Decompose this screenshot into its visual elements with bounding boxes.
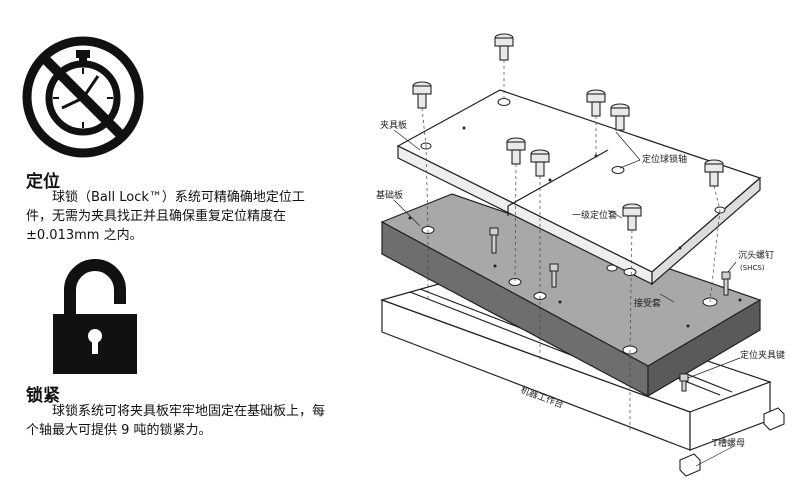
primary-bushing-label: 一级定位套 <box>572 209 617 221</box>
receiver-bushing-label: 接受套 <box>634 297 661 309</box>
shcs-label: (SHCS) <box>740 264 765 272</box>
socket-head-screws <box>489 227 731 392</box>
section-text-lock: 球锁系统可将夹具板牢牢地固定在基础板上，每个轴最大可提供 9 吨的锁紧力。 <box>26 404 326 438</box>
fixture-plate <box>396 89 762 286</box>
locating-key-label: 定位夹具键 <box>740 349 785 361</box>
locating-ball-shank-label: 定位球锁轴 <box>642 153 687 165</box>
base-plate-label: 基础板 <box>376 189 403 201</box>
socket-head-screw-label: 沉头螺钉 <box>738 250 774 261</box>
base-plate <box>380 193 762 398</box>
padlock-icon <box>53 259 137 374</box>
ball-lock-exploded-diagram: 机器工作台 <box>376 33 785 477</box>
section-text-locate: 球锁（Ball Lock™）系统可精确确地定位工件，无需为夹具找正并且确保重复定… <box>26 190 305 243</box>
ball-shank-6 <box>530 149 550 177</box>
t-slot-nuts <box>679 407 785 477</box>
left-panel: 定位 球锁（Ball Lock™）系统可精确确地定位工件，无需为夹具找正并且确保… <box>0 0 370 486</box>
section-heading-lock: 锁紧 <box>26 386 60 406</box>
locating-ball-shanks <box>412 33 724 231</box>
no-clock-icon <box>22 36 144 158</box>
ball-shank-1 <box>494 33 514 61</box>
ball-shank-3 <box>586 89 606 117</box>
t-slot-nut-label: T槽螺母 <box>712 437 745 449</box>
ball-shank-5 <box>506 137 526 165</box>
ball-shank-4 <box>610 103 630 131</box>
ball-shank-2 <box>412 81 432 109</box>
section-heading-locate: 定位 <box>26 172 60 192</box>
fixture-plate-label: 夹具板 <box>380 119 407 131</box>
